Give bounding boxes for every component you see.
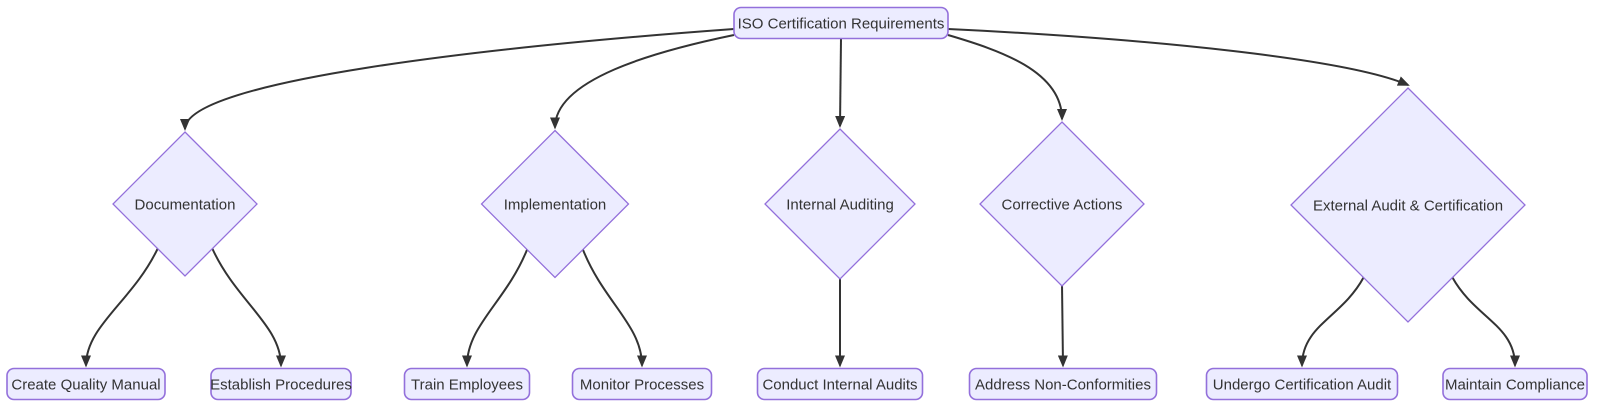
node-corrective-actions: Corrective Actions	[979, 121, 1145, 287]
edge-external-audit-certification-to-undergo-certification-audit	[1297, 277, 1365, 368]
node-establish-procedures: Establish Procedures	[210, 367, 352, 401]
edge-iso-certification-requirements-to-corrective-actions	[947, 34, 1067, 121]
node-maintain-compliance: Maintain Compliance	[1442, 367, 1588, 401]
edge-implementation-to-train-employees	[462, 249, 528, 368]
node-label: Conduct Internal Audits	[762, 376, 917, 393]
edge-iso-certification-requirements-to-implementation	[550, 34, 735, 130]
node-internal-auditing: Internal Auditing	[764, 128, 916, 280]
node-train-employees: Train Employees	[403, 367, 531, 401]
edge-iso-certification-requirements-to-external-audit-certification	[947, 28, 1410, 86]
edge-documentation-to-create-quality-manual	[81, 248, 159, 368]
node-label: Undergo Certification Audit	[1213, 376, 1392, 393]
edge-external-audit-certification-to-maintain-compliance	[1451, 277, 1520, 368]
diamond-shape	[979, 121, 1145, 287]
edge-line	[211, 248, 286, 368]
node-monitor-processes: Monitor Processes	[571, 367, 713, 401]
node-label: Internal Auditing	[786, 196, 894, 213]
rect-shape	[210, 367, 352, 401]
node-label: Documentation	[135, 196, 236, 213]
edge-line	[1297, 277, 1365, 368]
edge-line	[1057, 283, 1068, 368]
rect-shape	[403, 367, 531, 401]
node-label: Maintain Compliance	[1445, 376, 1585, 393]
edge-line	[180, 28, 735, 131]
diamond-shape	[112, 131, 258, 277]
diamond-shape	[480, 129, 630, 279]
edge-line	[462, 249, 528, 368]
nodes-layer: ISO Certification RequirementsDocumentat…	[6, 6, 1588, 401]
edges-layer	[81, 28, 1520, 368]
node-iso-certification-requirements: ISO Certification Requirements	[733, 6, 949, 40]
edge-iso-certification-requirements-to-documentation	[180, 28, 735, 131]
node-implementation: Implementation	[480, 129, 630, 279]
edge-documentation-to-establish-procedures	[211, 248, 286, 368]
node-label: Train Employees	[411, 376, 523, 393]
edge-line	[81, 248, 159, 368]
node-external-audit-certification: External Audit & Certification	[1290, 87, 1526, 323]
rect-shape	[756, 367, 924, 401]
node-label: Establish Procedures	[210, 376, 352, 393]
rect-shape	[571, 367, 713, 401]
edge-line	[947, 28, 1410, 86]
node-label: Address Non-Conformities	[975, 376, 1151, 393]
node-address-non-conformities: Address Non-Conformities	[968, 367, 1158, 401]
node-label: Monitor Processes	[580, 376, 704, 393]
rect-shape	[733, 6, 949, 40]
edge-line	[1451, 277, 1520, 368]
edge-line	[835, 38, 846, 128]
rect-shape	[968, 367, 1158, 401]
node-undergo-certification-audit: Undergo Certification Audit	[1205, 367, 1399, 401]
diamond-shape	[764, 128, 916, 280]
rect-shape	[1205, 367, 1399, 401]
rect-shape	[6, 367, 166, 401]
node-label: External Audit & Certification	[1313, 197, 1503, 214]
edge-line	[947, 34, 1067, 121]
node-conduct-internal-audits: Conduct Internal Audits	[756, 367, 924, 401]
diamond-shape	[1290, 87, 1526, 323]
node-label: Implementation	[504, 196, 607, 213]
edge-iso-certification-requirements-to-internal-auditing	[835, 38, 846, 128]
node-label: Corrective Actions	[1002, 196, 1123, 213]
edge-implementation-to-monitor-processes	[582, 249, 647, 368]
edge-corrective-actions-to-address-non-conformities	[1057, 283, 1068, 368]
node-label: Create Quality Manual	[11, 376, 160, 393]
node-create-quality-manual: Create Quality Manual	[6, 367, 166, 401]
node-documentation: Documentation	[112, 131, 258, 277]
edge-line	[582, 249, 647, 368]
node-label: ISO Certification Requirements	[738, 15, 945, 32]
edge-line	[550, 34, 735, 130]
rect-shape	[1442, 367, 1588, 401]
